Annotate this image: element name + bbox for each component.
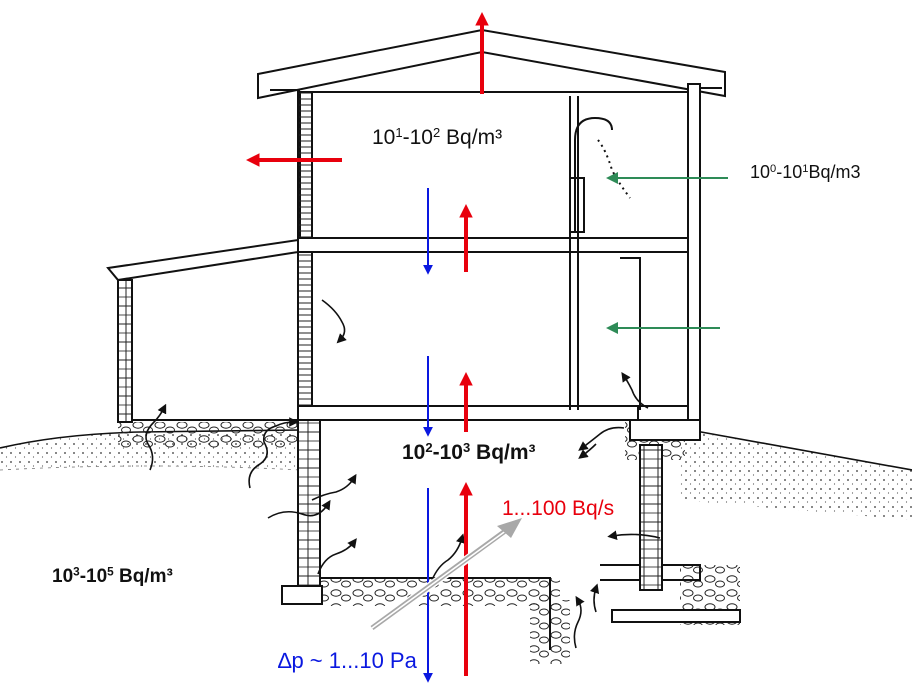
basement-concentration-label: 102-103 Bq/m³ — [400, 439, 538, 465]
shower-fixture — [569, 116, 631, 233]
outdoor-air-concentration-label: 100-101Bq/m3 — [750, 162, 861, 182]
porch — [106, 238, 299, 423]
basement-walls — [281, 419, 663, 650]
entry-arrow — [369, 518, 522, 632]
plumbing — [600, 257, 741, 623]
radon-entry-arrowhead — [497, 518, 522, 538]
outflow-arrows — [245, 11, 489, 676]
soil-gas-concentration-label: 103-105 Bq/m³ — [52, 565, 173, 587]
outdoor-air-arrows — [606, 172, 728, 334]
pressure-difference-label: ∆p ~ 1...10 Pa — [278, 648, 417, 673]
upper-floor-concentration-label: 101-102 Bq/m³ — [372, 124, 503, 149]
radon-entry-rate-label: 1...100 Bq/s — [502, 497, 615, 520]
gas-paths — [145, 299, 661, 649]
